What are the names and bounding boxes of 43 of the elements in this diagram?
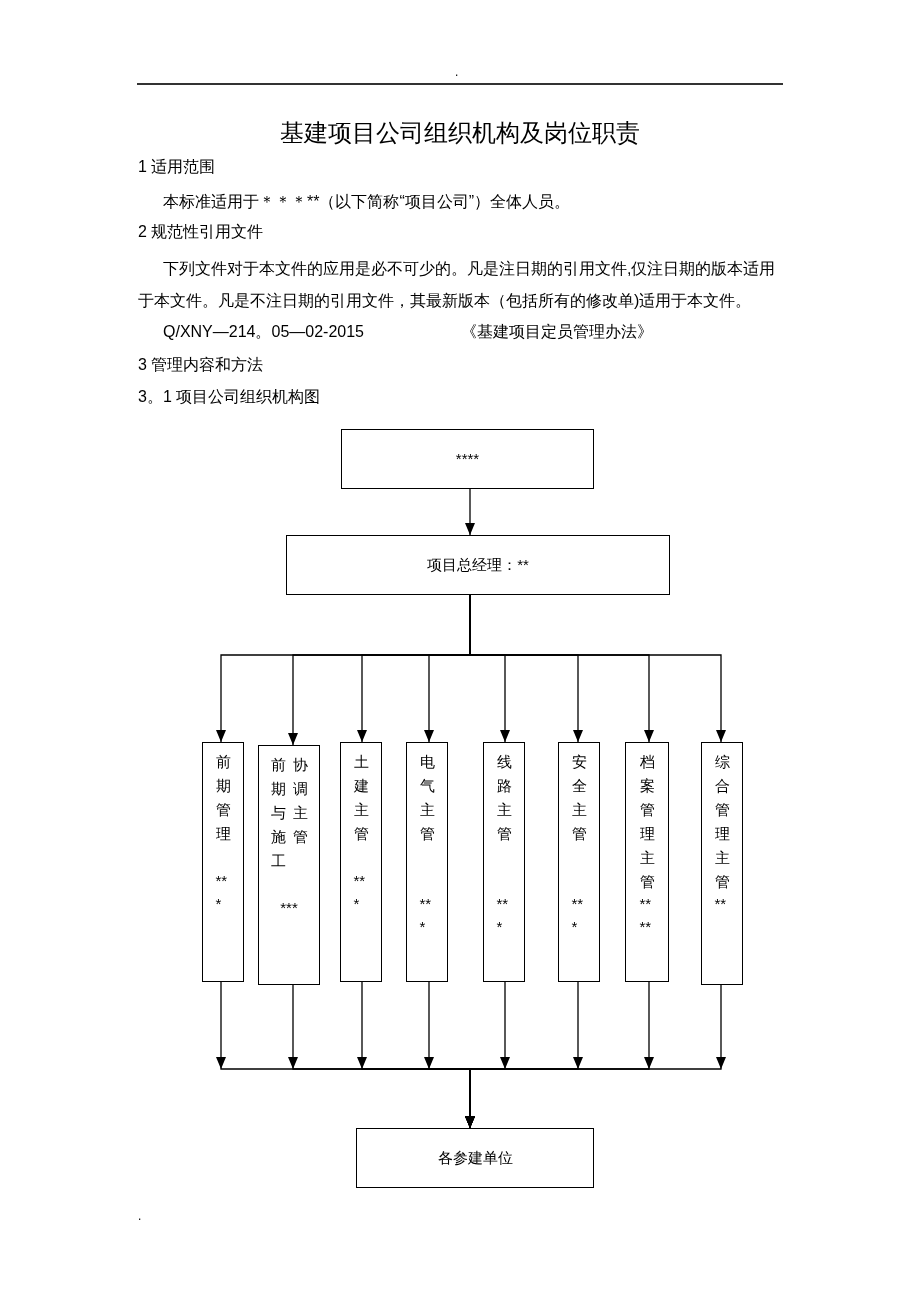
- body-paragraph: 下列文件对于本文件的应用是必不可少的。凡是注日期的引用文件,仅注日期的版本适用于本文件。凡是不注日期的引用文件，其最新版本（包括所有的修改单)适用于本文件。: [138, 259, 777, 311]
- unit-title: 综合管理主管: [714, 752, 730, 892]
- unit-title: 安全主管: [571, 752, 587, 844]
- org-unit-box: [202, 742, 244, 982]
- masked-person-name: ***: [280, 898, 298, 918]
- body-text: 本标准适用于＊＊＊**（以下简称“项目公司”）全体人员。: [163, 192, 571, 212]
- unit-title: 前期管理: [215, 752, 231, 844]
- org-unit-box: [558, 742, 600, 982]
- unit-title: 线路主管: [496, 752, 512, 844]
- unit-title: 档案管理主管: [639, 752, 655, 892]
- arrow: [465, 488, 475, 536]
- header-mark: .: [455, 64, 459, 80]
- org-unit-box: [406, 742, 448, 982]
- org-box: [286, 535, 670, 595]
- masked-person-name: ***: [571, 894, 585, 937]
- box-label: 项目总经理：**: [427, 555, 529, 575]
- org-box: [356, 1128, 594, 1188]
- masked-person-name: **: [714, 894, 728, 914]
- org-unit-box: [258, 745, 320, 985]
- masked-person-name: ***: [419, 894, 433, 937]
- org-unit-box: [483, 742, 525, 982]
- footer-mark: .: [138, 1208, 142, 1224]
- box-label: 各参建单位: [437, 1148, 513, 1168]
- unit-title: 电气主管: [419, 752, 435, 844]
- org-unit-box: [701, 742, 743, 985]
- org-unit-box: [340, 742, 382, 982]
- subsection-heading: 3。1 项目公司组织机构图: [138, 387, 321, 407]
- unit-title: 土建主管: [353, 752, 369, 844]
- reference-code: Q/XNY—214。05—02-2015: [163, 322, 364, 342]
- org-box: [341, 429, 594, 489]
- section-heading: 2 规范性引用文件: [138, 222, 264, 242]
- unit-title: 前期与施工协调主管: [270, 755, 308, 871]
- masked-person-name: ***: [496, 894, 510, 937]
- section-heading: 1 适用范围: [138, 157, 216, 177]
- box-label: ****: [455, 449, 480, 469]
- reference-title: 《基建项目定员管理办法》: [461, 322, 653, 342]
- masked-person-name: ***: [215, 871, 229, 914]
- masked-person-name: ***: [353, 871, 367, 914]
- arrow: [465, 984, 726, 1129]
- org-unit-box: [625, 742, 669, 982]
- document-title: 基建项目公司组织机构及岗位职责: [280, 118, 640, 148]
- masked-person-name: ****: [639, 894, 653, 937]
- section-heading: 3 管理内容和方法: [138, 355, 264, 375]
